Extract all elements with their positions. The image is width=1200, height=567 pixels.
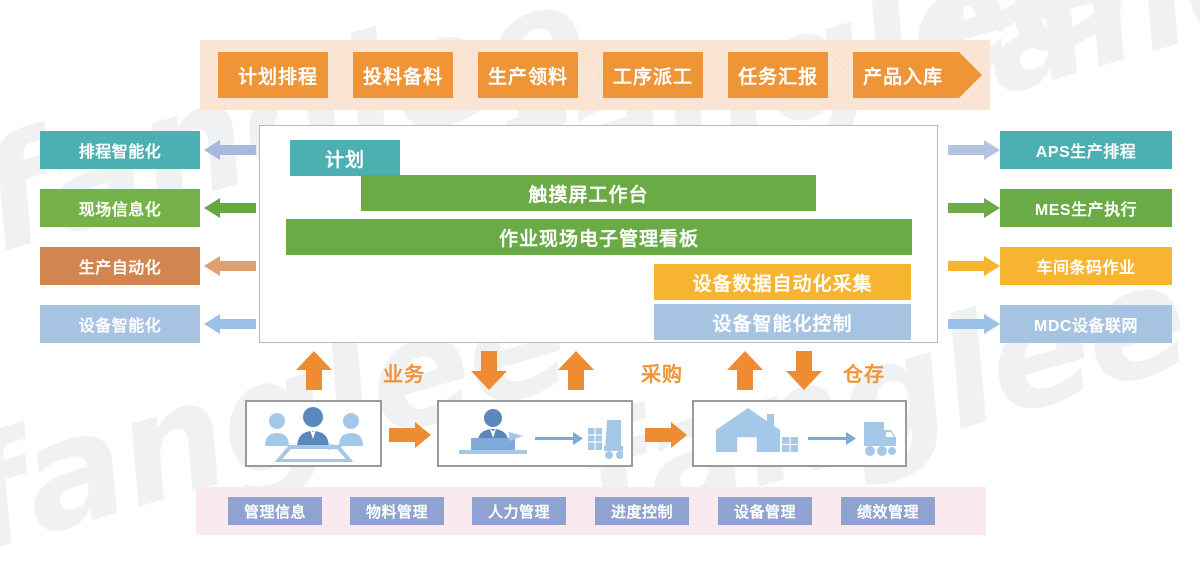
order-logistics-icons <box>459 408 623 459</box>
icon-box-meeting[interactable] <box>245 400 382 467</box>
tag-label: 管理信息 <box>243 503 306 521</box>
chip-label: APS生产排程 <box>1035 144 1137 161</box>
right-label-mdc[interactable]: MDC设备联网 <box>1000 305 1172 343</box>
left-label-scheduling-intelligence[interactable]: 排程智能化 <box>40 131 200 169</box>
center-bar-label: 设备智能化控制 <box>712 313 853 335</box>
flow-label-inventory: 仓存 <box>843 364 885 386</box>
left-arrow-icon-2 <box>204 198 256 218</box>
arrow-right-icon <box>807 431 856 445</box>
process-flow-banner: 计划排程 投料备料 生产领料 工序派工 任务汇报 产品入库 <box>200 40 990 110</box>
chip-label: 车间条码作业 <box>1036 260 1136 277</box>
chip-label: MDC设备联网 <box>1034 318 1138 335</box>
icon-box-warehouse[interactable] <box>692 400 907 467</box>
truck-icon <box>863 421 896 456</box>
left-label-shopfloor-informatization[interactable]: 现场信息化 <box>40 189 200 227</box>
left-arrow-icon-3 <box>204 256 256 276</box>
chip-label: 现场信息化 <box>78 202 162 219</box>
person-desk-icon <box>459 408 527 454</box>
tag-hr-management[interactable]: 人力管理 <box>472 497 566 525</box>
flow-arrow-down-1 <box>471 351 507 390</box>
tag-label: 物料管理 <box>365 503 428 521</box>
process-step-label: 任务汇报 <box>738 66 819 88</box>
flow-arrow-up-1 <box>296 351 332 390</box>
tag-material-management[interactable]: 物料管理 <box>350 497 444 525</box>
center-bar-label: 计划 <box>324 149 365 171</box>
center-bar-label: 作业现场电子管理看板 <box>498 228 699 250</box>
flow-label-purchase: 采购 <box>641 364 683 386</box>
big-arrow-right-icon-2 <box>645 422 687 448</box>
tag-label: 设备管理 <box>733 503 796 521</box>
right-arrow-icon-4 <box>948 314 1000 334</box>
right-label-mes[interactable]: MES生产执行 <box>1000 189 1172 227</box>
left-arrow-icon-4 <box>204 314 256 334</box>
process-step-4[interactable]: 工序派工 <box>578 52 727 98</box>
center-bar-kanban[interactable]: 作业现场电子管理看板 <box>286 219 912 255</box>
process-step-label: 工序派工 <box>613 66 694 88</box>
right-label-barcode[interactable]: 车间条码作业 <box>1000 247 1172 285</box>
center-bar-touch-workstation[interactable]: 触摸屏工作台 <box>361 175 816 211</box>
tag-label: 绩效管理 <box>856 503 919 521</box>
big-arrow-right-icon-1 <box>389 422 431 448</box>
flow-arrow-down-2 <box>786 351 822 390</box>
process-step-label: 产品入库 <box>863 66 944 88</box>
left-arrow-icon-1 <box>204 140 256 160</box>
right-arrow-icon-3 <box>948 256 1000 276</box>
chip-label: 排程智能化 <box>78 144 162 161</box>
chip-label: 生产自动化 <box>78 260 162 277</box>
center-bar-data-collection[interactable]: 设备数据自动化采集 <box>654 264 911 300</box>
process-step-label: 投料备料 <box>363 66 444 88</box>
chip-label: 设备智能化 <box>78 318 162 335</box>
left-label-production-automation[interactable]: 生产自动化 <box>40 247 200 285</box>
flow-label-business: 业务 <box>383 364 425 386</box>
process-step-2[interactable]: 投料备料 <box>328 52 477 98</box>
forklift-pallet-icon <box>588 419 623 459</box>
tag-performance-management[interactable]: 绩效管理 <box>841 497 935 525</box>
warehouse-icon <box>715 407 798 452</box>
warehouse-delivery-icons <box>715 407 896 456</box>
right-arrow-icon-1 <box>948 140 1000 160</box>
process-step-5[interactable]: 任务汇报 <box>703 52 852 98</box>
flow-arrow-up-3 <box>727 351 763 390</box>
process-step-label: 生产领料 <box>488 66 569 88</box>
process-step-3[interactable]: 生产领料 <box>453 52 602 98</box>
process-step-6[interactable]: 产品入库 <box>828 52 983 98</box>
center-bar-label: 触摸屏工作台 <box>528 184 649 206</box>
tag-label: 人力管理 <box>487 503 550 521</box>
people-meeting-icon <box>264 406 363 462</box>
tag-management-info[interactable]: 管理信息 <box>228 497 322 525</box>
tag-progress-control[interactable]: 进度控制 <box>595 497 689 525</box>
chip-label: MES生产执行 <box>1034 202 1138 219</box>
right-arrow-icon-2 <box>948 198 1000 218</box>
left-label-equipment-intelligence[interactable]: 设备智能化 <box>40 305 200 343</box>
arrow-right-icon <box>535 431 583 445</box>
process-step-1[interactable]: 计划排程 <box>218 52 352 98</box>
right-label-aps[interactable]: APS生产排程 <box>1000 131 1172 169</box>
center-bar-label: 设备数据自动化采集 <box>692 273 873 295</box>
flow-arrow-up-2 <box>558 351 594 390</box>
tag-equipment-management[interactable]: 设备管理 <box>718 497 812 525</box>
process-step-label: 计划排程 <box>238 66 319 88</box>
center-bar-plan[interactable]: 计划 <box>290 140 400 176</box>
center-bar-equipment-control[interactable]: 设备智能化控制 <box>654 304 911 340</box>
process-step-row: 计划排程 投料备料 生产领料 工序派工 任务汇报 产品入库 <box>218 52 983 98</box>
icon-box-order[interactable] <box>437 400 633 467</box>
tag-label: 进度控制 <box>610 503 673 521</box>
